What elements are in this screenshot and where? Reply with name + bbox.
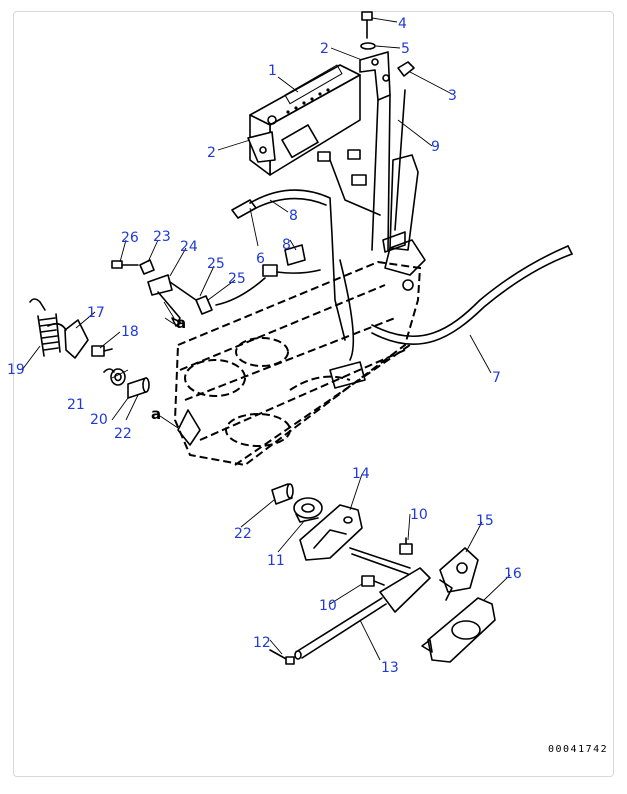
callout-23: 23: [153, 229, 171, 245]
callout-17: 17: [87, 305, 105, 321]
bushing-22: [127, 377, 150, 399]
document-number: 00041742: [548, 744, 609, 755]
cover-16: [421, 597, 496, 663]
callout-7: 7: [492, 370, 501, 386]
callout-22: 22: [114, 426, 132, 442]
clip-21: [103, 368, 115, 373]
control-box-frame: [173, 260, 422, 467]
callout-9: 9: [431, 139, 440, 155]
screw-12: [269, 649, 295, 665]
callout-11: 11: [267, 553, 285, 569]
callout-2: 2: [320, 41, 329, 57]
callout-24: 24: [180, 239, 198, 255]
monitor-panel: [247, 51, 391, 251]
bushing-22-lower: [271, 483, 294, 505]
bolt-4: [360, 11, 415, 77]
callout-3: 3: [448, 88, 457, 104]
callout-22: 22: [234, 526, 252, 542]
leader-lines: [21, 17, 511, 661]
callout-14: 14: [352, 466, 370, 482]
callout-21: 21: [67, 397, 85, 413]
callout-numbers: 1 2 2 3 4 5 6 7 8 8 9 10 10 11 12 13 14 …: [7, 16, 522, 676]
callout-2: 2: [207, 145, 216, 161]
callout-20: 20: [90, 412, 108, 428]
callout-8: 8: [282, 237, 291, 253]
callout-12: 12: [253, 635, 271, 651]
callout-25: 25: [207, 256, 225, 272]
connection-mark-a: a: [176, 314, 186, 332]
bracket-15: [439, 547, 479, 601]
connection-mark-a: a: [151, 405, 161, 423]
callout-6: 6: [256, 251, 265, 267]
switch-assembly: [111, 259, 213, 327]
bracket-17: [47, 319, 89, 359]
callout-13: 13: [381, 660, 399, 676]
connection-marks: a a: [151, 314, 186, 423]
spring-19: [29, 298, 61, 357]
bearing-11: [293, 497, 323, 523]
callout-5: 5: [401, 41, 410, 57]
control-cable-7: [371, 245, 573, 346]
callout-25: 25: [228, 271, 246, 287]
callout-15: 15: [476, 513, 494, 529]
callout-8: 8: [289, 208, 298, 224]
shaft-13: [294, 547, 431, 660]
callout-1: 1: [268, 63, 277, 79]
bolt-10-lower: [361, 575, 385, 587]
callout-10: 10: [319, 598, 337, 614]
callout-18: 18: [121, 324, 139, 340]
callout-4: 4: [398, 16, 407, 32]
bolt-18: [91, 345, 113, 357]
callout-10: 10: [410, 507, 428, 523]
lever-14: [299, 504, 363, 561]
bolt-10-upper: [399, 537, 413, 555]
wire-harness: [215, 189, 355, 361]
callout-26: 26: [121, 230, 139, 246]
callout-16: 16: [504, 566, 522, 582]
lever-9: [382, 89, 426, 276]
callout-19: 19: [7, 362, 25, 378]
